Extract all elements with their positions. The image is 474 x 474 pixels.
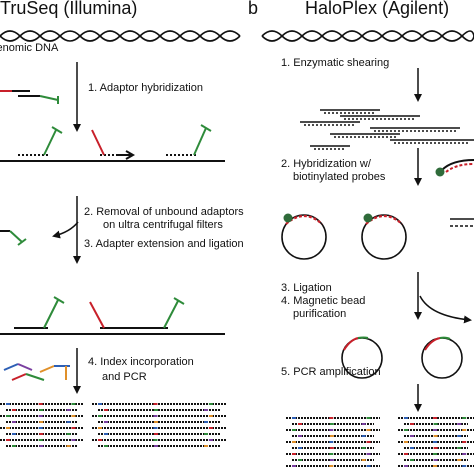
library-a [0, 403, 226, 447]
step-b1-label: 1. Enzymatic shearing [281, 57, 390, 69]
step-a3-label: 3. Adapter extension and ligation [84, 238, 244, 250]
circularized-fragments [281, 213, 474, 260]
step-b4-label: 4. Magnetic bead [281, 295, 366, 307]
panel-b-title: HaloPlex (Agilent) [305, 0, 450, 18]
step-a2-label: 2. Removal of unbound adaptors [84, 206, 244, 218]
removal-arrow [52, 221, 79, 239]
step-b2-label: 2. Hybridization w/ [281, 158, 371, 170]
step-b5-label: 5. PCR amplification [281, 366, 381, 378]
genomic-dna-helix [0, 30, 241, 42]
genomic-dna-helix-b [261, 30, 474, 42]
index-primers [3, 363, 70, 381]
library-b [286, 417, 474, 467]
fragment-row-a2 [0, 296, 225, 335]
fragment-row-a1 [0, 124, 225, 162]
adaptor-removed [0, 230, 27, 246]
biotinylated-probe [435, 159, 474, 177]
step-b2-sub-label: biotinylated probes [293, 171, 386, 183]
step-a1-label: 1. Adaptor hybridization [88, 82, 203, 94]
purified-circles [341, 336, 463, 379]
step-b4-sub-label: purification [293, 308, 347, 320]
wash-arrow [419, 295, 472, 324]
panel-b-letter: b [248, 0, 259, 18]
step-b3-label: 3. Ligation [281, 282, 332, 294]
adaptor-free-a1 [0, 90, 59, 104]
panel-a-title: TruSeq (Illumina) [0, 0, 138, 18]
step-a4-label: 4. Index incorporation [88, 356, 194, 368]
step-a2-sub-label: on ultra centrifugal filters [103, 219, 223, 231]
genomic-dna-label: Genomic DNA [0, 42, 59, 54]
sheared-fragments [300, 109, 474, 150]
step-a4-sub-label: and PCR [102, 371, 147, 383]
